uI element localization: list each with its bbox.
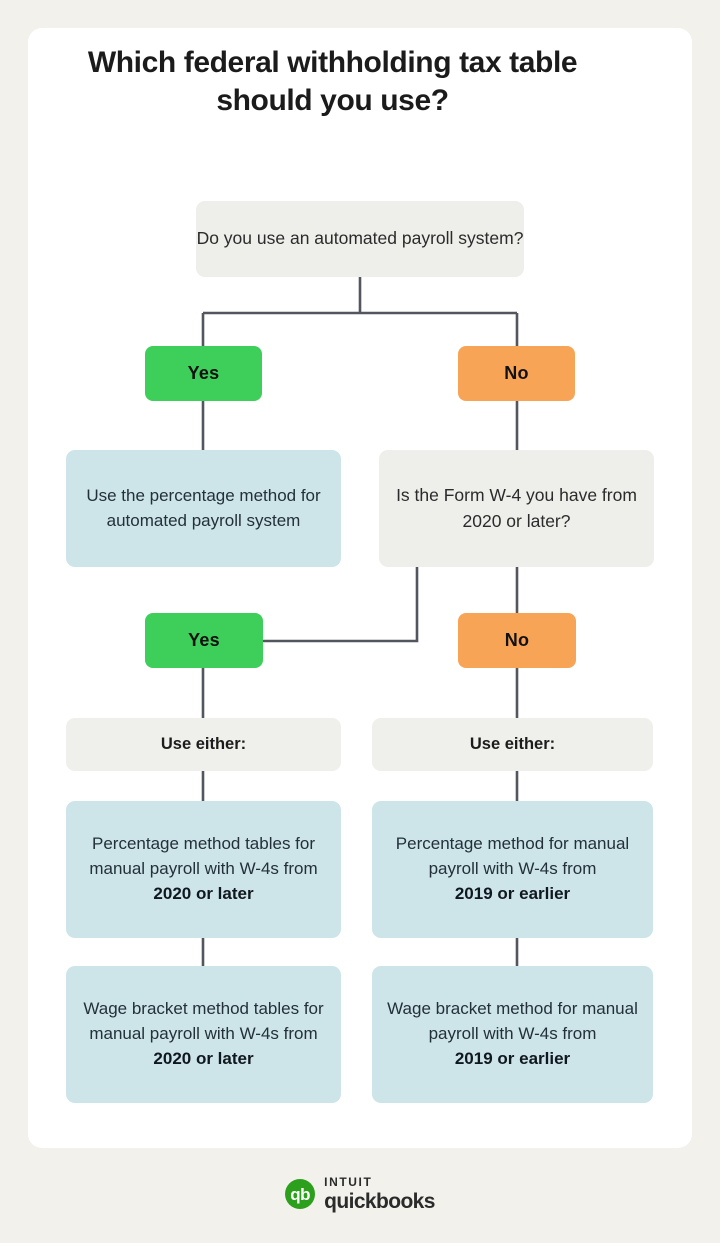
option-text-plain: Percentage method tables for manual payr…: [89, 834, 318, 878]
result-percentage-automated: Use the percentage method for automated …: [66, 450, 341, 567]
branch-no-w4-2020[interactable]: No: [458, 613, 576, 668]
question-automated-payroll: Do you use an automated payroll system?: [196, 201, 524, 277]
option-right-wage-bracket-method: Wage bracket method for manual payroll w…: [372, 966, 653, 1103]
option-right-percentage-method: Percentage method for manual payroll wit…: [372, 801, 653, 938]
option-text-plain: Wage bracket method for manual payroll w…: [387, 999, 638, 1043]
option-text-bold: 2020 or later: [153, 1048, 254, 1068]
branch-yes-w4-2020[interactable]: Yes: [145, 613, 263, 668]
brand-logo: qb INTUIT quickbooks: [0, 1176, 720, 1212]
option-text-plain: Wage bracket method tables for manual pa…: [83, 999, 324, 1043]
logo-intuit-text: INTUIT: [324, 1175, 373, 1189]
option-text-bold: 2020 or later: [153, 883, 254, 903]
option-text-bold: 2019 or earlier: [454, 883, 571, 903]
use-either-right: Use either:: [372, 718, 653, 771]
logo-wordmark: INTUIT quickbooks: [324, 1176, 435, 1212]
option-left-wage-bracket-method: Wage bracket method tables for manual pa…: [66, 966, 341, 1103]
option-text-plain: Percentage method for manual payroll wit…: [395, 834, 630, 878]
option-text-bold: 2019 or earlier: [454, 1048, 571, 1068]
use-either-left: Use either:: [66, 718, 341, 771]
branch-no-automated[interactable]: No: [458, 346, 575, 401]
page-title: Which federal withholding tax table shou…: [87, 46, 578, 118]
question-form-w4-year: Is the Form W-4 you have from 2020 or la…: [379, 450, 654, 567]
quickbooks-qb-icon: qb: [285, 1179, 316, 1209]
branch-yes-automated[interactable]: Yes: [145, 346, 262, 401]
option-left-percentage-method: Percentage method tables for manual payr…: [66, 801, 341, 938]
connector-question2-to-yes2: [263, 567, 419, 643]
logo-quickbooks-text: quickbooks: [324, 1190, 435, 1213]
